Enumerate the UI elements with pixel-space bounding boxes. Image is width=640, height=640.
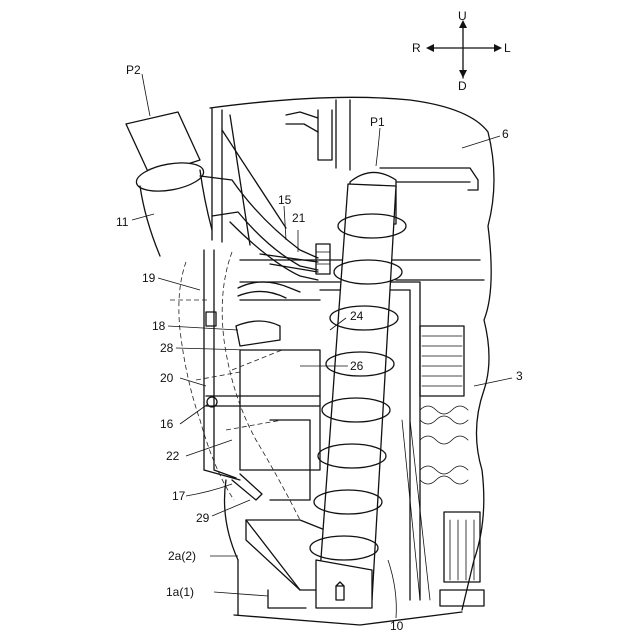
dashed-alternate-outline (170, 252, 300, 520)
label-15: 15 (278, 193, 292, 207)
machinery-3 (402, 326, 484, 606)
label-11: 11 (116, 215, 129, 229)
label-10: 10 (390, 619, 404, 633)
label-28: 28 (160, 341, 174, 355)
label-down: D (458, 79, 467, 93)
label-1a: 1a(1) (166, 585, 194, 599)
label-22: 22 (166, 449, 180, 463)
label-24: 24 (350, 309, 364, 323)
label-3: 3 (516, 369, 523, 383)
label-up: U (458, 9, 467, 23)
label-20: 20 (160, 371, 174, 385)
label-18: 18 (152, 319, 166, 333)
label-17: 17 (172, 489, 186, 503)
label-2a: 2a(2) (168, 549, 196, 563)
label-p1: P1 (370, 115, 385, 129)
arrow-right-dir-icon (426, 44, 434, 52)
label-6: 6 (502, 127, 509, 141)
arrow-left-dir-icon (494, 44, 502, 52)
label-left: L (504, 41, 511, 55)
label-29: 29 (196, 511, 210, 525)
screw-conveyor (310, 172, 406, 608)
label-26: 26 (350, 359, 364, 373)
label-16: 16 (160, 417, 174, 431)
label-p2: P2 (126, 63, 141, 77)
direction-compass (426, 20, 502, 78)
label-19: 19 (142, 271, 156, 285)
arrow-down-icon (459, 70, 467, 78)
label-right: R (412, 41, 421, 55)
label-21: 21 (292, 211, 306, 225)
